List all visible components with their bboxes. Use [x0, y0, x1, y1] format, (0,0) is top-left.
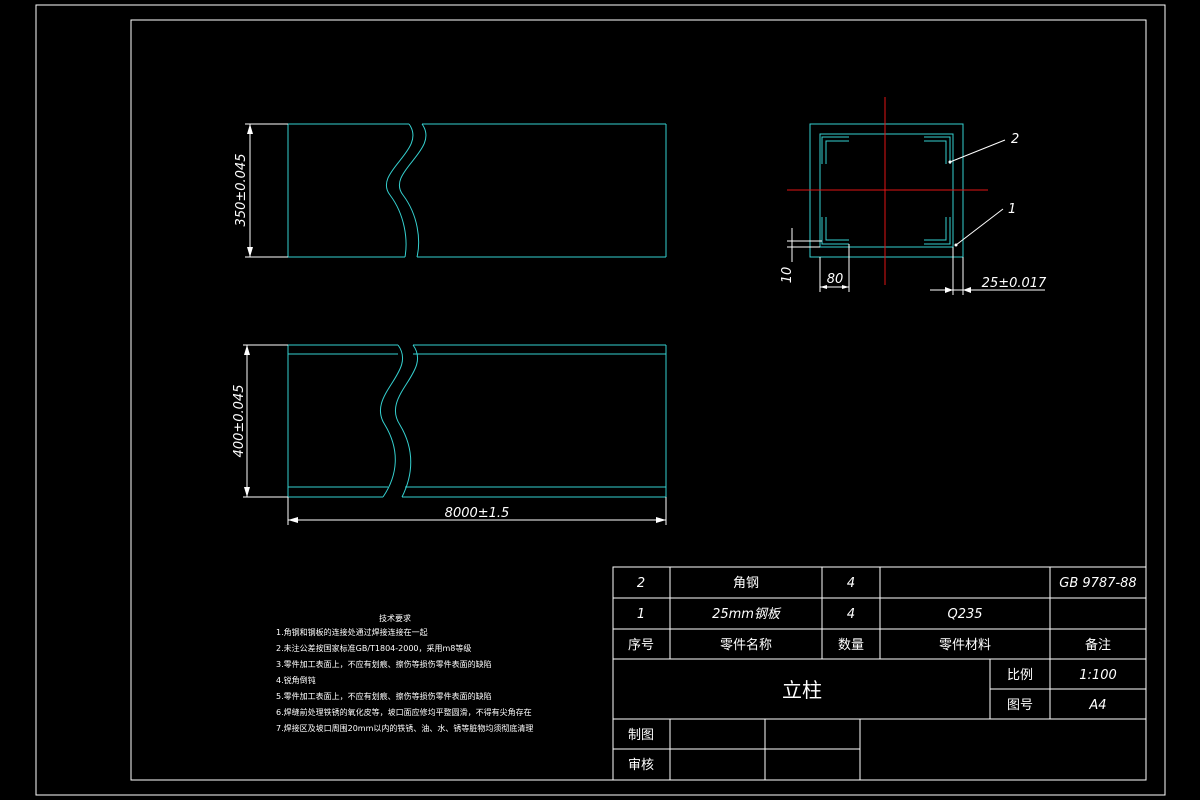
callout-2: 2: [1011, 132, 1019, 147]
note-item: 1.角钢和钢板的连接处通过焊接连接在一起: [276, 627, 428, 637]
part-title: 立柱: [782, 678, 822, 702]
front-dim-arrow-bottom: [247, 247, 253, 257]
dim-80: 80: [827, 272, 844, 287]
dim25-arrow-left: [945, 287, 953, 293]
leader-2-dot: [948, 160, 952, 164]
section-view: 2 1 10 80 25±0.017: [780, 97, 1047, 295]
leader-1-dot: [954, 243, 958, 247]
drawing-no-label: 图号: [1007, 698, 1033, 713]
angle-bottom-left: [821, 217, 849, 245]
side-length-dim: 8000±1.5: [445, 506, 510, 521]
note-item: 5.零件加工表面上，不应有划痕、擦伤等损伤零件表面的缺陷: [276, 691, 492, 701]
front-height-dim: 350±0.045: [234, 154, 249, 227]
front-view: 350±0.045: [234, 123, 667, 258]
side-view: 400±0.045 8000±1.5: [232, 344, 667, 525]
leader-2: [949, 139, 1006, 163]
notes-title: 技术要求: [379, 613, 411, 623]
bom-material: Q235: [947, 607, 982, 622]
bom-no: 2: [637, 576, 645, 591]
bom-qty: 4: [847, 576, 855, 591]
header-name: 零件名称: [720, 637, 772, 653]
note-item: 3.零件加工表面上，不应有划痕、擦伤等损伤零件表面的缺陷: [276, 659, 492, 669]
header-no: 序号: [628, 638, 654, 653]
bom-name: 角钢: [733, 576, 759, 591]
dim80-arrow-right: [842, 285, 849, 289]
len-dim-arrow-right: [656, 517, 666, 523]
scale-label: 比例: [1007, 668, 1033, 683]
note-item: 4.锐角倒钝: [276, 675, 316, 685]
drawn-label: 制图: [628, 728, 654, 743]
bom-no: 1: [637, 607, 645, 622]
scale-value: 1:100: [1079, 668, 1116, 683]
dim-10: 10: [780, 267, 795, 284]
front-dim-arrow-top: [247, 124, 253, 134]
angle-top-left: [821, 136, 849, 164]
outer-frame: [35, 4, 1166, 796]
dim80-arrow-left: [820, 285, 827, 289]
side-break-line-a: [379, 344, 404, 498]
side-dim-arrow-top: [244, 345, 250, 355]
bom-name: 25mm钢板: [712, 607, 782, 622]
dim-25: 25±0.017: [982, 276, 1047, 291]
technical-notes: 技术要求 1.角钢和钢板的连接处通过焊接连接在一起 2.未注公差按国家标准GB/…: [276, 613, 533, 733]
header-qty: 数量: [838, 638, 864, 653]
bom-qty: 4: [847, 607, 855, 622]
leader-1: [955, 208, 1004, 246]
front-break-line-a: [385, 123, 414, 258]
note-item: 7.焊接区及坡口周围20mm以内的铁锈、油、水、锈等脏物均须彻底清理: [276, 723, 533, 733]
side-break-line-b: [394, 344, 419, 498]
header-material: 零件材料: [939, 638, 991, 653]
front-break-line-b: [398, 123, 427, 258]
len-dim-arrow-left: [288, 517, 298, 523]
note-item: 6.焊缝前处理铁锈的氧化皮等，坡口面应修均平整圆滑，不得有尖角存在: [276, 707, 532, 717]
side-dim-arrow-bottom: [244, 487, 250, 497]
check-label: 审核: [628, 758, 654, 773]
side-height-dim: 400±0.045: [232, 385, 247, 458]
bom-remark: GB 9787-88: [1059, 576, 1136, 591]
angle-top-right: [924, 136, 951, 164]
angle-bottom-right: [924, 217, 951, 245]
callout-1: 1: [1008, 202, 1016, 217]
drawing-no-value: A4: [1088, 698, 1106, 713]
dim25-arrow-right: [963, 287, 971, 293]
title-block: 2 角钢 4 GB 9787-88 1 25mm钢板 4 Q235 序号 零件名…: [612, 566, 1147, 781]
note-item: 2.未注公差按国家标准GB/T1804-2000，采用m8等级: [276, 643, 471, 653]
header-remark: 备注: [1085, 637, 1111, 653]
